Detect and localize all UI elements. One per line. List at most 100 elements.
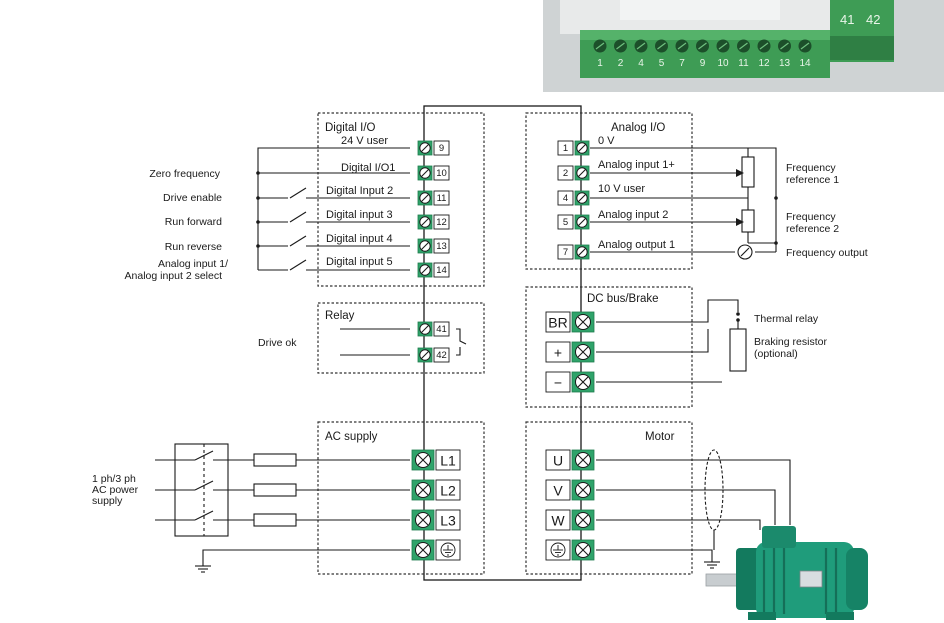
digital-io-box [317, 112, 485, 287]
potentiometer-1 [741, 156, 755, 188]
aio-terminal-4-number: 4 [563, 193, 568, 204]
freq-ref-2-label-b: reference 2 [786, 223, 839, 235]
motor-terminal-earth [545, 539, 595, 561]
dio-terminal-10-number: 10 [436, 168, 447, 179]
motor-terminal-v: V [545, 479, 595, 501]
aio-terminal-7: 7 [557, 244, 590, 260]
dio-terminal-10: 10 [417, 165, 450, 181]
dc-terminal-3: − [545, 371, 595, 393]
analog-io-box [525, 112, 693, 270]
thermal-relay-label: Thermal relay [754, 313, 819, 325]
digital-io-junctions [256, 171, 260, 248]
dc-bus-box [525, 286, 693, 408]
earth-icon [440, 542, 456, 558]
aio-terminal-7-number: 7 [563, 247, 568, 258]
aio-terminal-5: 5 [557, 214, 590, 230]
dc-terminal-3-label: − [554, 375, 562, 391]
photo-pin-7: 7 [679, 58, 685, 69]
photo-relay-42: 42 [866, 12, 880, 27]
photo-pin-9: 9 [700, 58, 706, 69]
photo-pin-1: 1 [597, 58, 603, 69]
thermal-relay-symbol [736, 312, 740, 322]
zero-frequency-label: Zero frequency [149, 168, 220, 180]
dio-terminal-12-number: 12 [436, 217, 447, 228]
digital-io-title: Digital I/O [325, 122, 376, 134]
relay-terminal-42-number: 42 [436, 350, 447, 361]
relay-terminal-41: 41 [417, 321, 450, 337]
aio-label-7: Analog output 1 [598, 239, 675, 251]
motor-earth-icon [704, 561, 720, 569]
ac-terminal-earth [411, 539, 461, 561]
aio-terminal-2: 2 [557, 165, 590, 181]
dc-terminal-1: BR [545, 311, 595, 333]
dio-terminal-11-number: 11 [437, 193, 447, 204]
aio-terminal-5-number: 5 [563, 217, 568, 228]
fuse-l3 [253, 513, 297, 527]
freq-ref-2-label-a: Frequency [786, 211, 836, 223]
photo-pin-5: 5 [659, 58, 665, 69]
ac-supply-box [317, 421, 485, 575]
photo-pin-14: 14 [799, 58, 811, 69]
ac-terminal-l1-label: L1 [440, 453, 456, 469]
supply-earth-icon [195, 565, 211, 573]
motor-terminal-w-label: W [551, 513, 565, 529]
aio-terminal-4: 4 [557, 190, 590, 206]
ac-supply-wiring [155, 443, 410, 566]
analog-io-title: Analog I/O [611, 122, 665, 134]
dio-terminal-11: 11 [417, 190, 450, 206]
dio-label-14: Digital input 5 [326, 256, 393, 268]
motor-terminal-u: U [545, 449, 595, 471]
ac-label-2: AC power [92, 484, 139, 496]
analog-io-side-labels: Frequency reference 1 Frequency referenc… [786, 162, 868, 259]
dio-terminal-12: 12 [417, 214, 450, 230]
dio-terminal-13: 13 [417, 238, 450, 254]
dio-label-10: Digital I/O1 [341, 162, 395, 174]
dio-terminal-14: 14 [417, 262, 450, 278]
ac-supply-title: AC supply [325, 431, 378, 443]
dc-bus-wiring [596, 299, 747, 383]
braking-resistor-label: Braking resistor [754, 336, 827, 348]
photo-pin-2: 2 [618, 58, 624, 69]
ac-label-1: 1 ph/3 ph [92, 473, 136, 485]
ac-supply-side-labels: 1 ph/3 ph AC power supply [92, 473, 139, 507]
motor-terminal-v-label: V [553, 483, 563, 499]
dc-terminal-1-label: BR [548, 315, 567, 331]
ac-terminal-l2-label: L2 [440, 483, 456, 499]
photo-pin-11: 11 [738, 58, 749, 69]
dio-label-13: Digital input 4 [326, 233, 393, 245]
freq-ref-1-label-b: reference 1 [786, 174, 839, 186]
relay-box [317, 302, 485, 374]
motor-title: Motor [645, 431, 675, 443]
potentiometer-2 [741, 209, 755, 233]
fuses [253, 453, 297, 527]
ac-terminal-l2: L2 [411, 479, 461, 501]
motor-terminal-u-label: U [553, 453, 563, 469]
drive-enable-label: Drive enable [163, 192, 222, 204]
photo-pin-13: 13 [779, 58, 791, 69]
fuse-l1 [253, 453, 297, 467]
dc-terminal-2: + [545, 341, 595, 363]
dio-terminal-9-number: 9 [439, 143, 444, 154]
run-reverse-label: Run reverse [165, 241, 222, 253]
relay-wiring [340, 328, 467, 356]
aio-label-1: 0 V [598, 135, 615, 147]
optional-label: (optional) [754, 348, 798, 360]
relay-terminal-42: 42 [417, 347, 450, 363]
freq-ref-1-label-a: Frequency [786, 162, 836, 174]
relay-terminal-41-number: 41 [436, 324, 447, 335]
aio-terminal-1: 1 [557, 140, 590, 156]
digital-io-labels: 24 V user Digital I/O1 Digital Input 2 D… [326, 135, 395, 268]
analog-io-labels: 0 V Analog input 1+ 10 V user Analog inp… [598, 135, 675, 251]
motor-terminal-w: W [545, 509, 595, 531]
dc-terminal-2-label: + [554, 345, 562, 361]
aio-label-2: Analog input 1+ [598, 159, 675, 171]
dc-bus-title: DC bus/Brake [587, 293, 659, 305]
analog-select-label-1: Analog input 1/ [158, 258, 228, 270]
digital-io-side-labels: Zero frequency Drive enable Run forward … [125, 168, 229, 282]
fuse-l2 [253, 483, 297, 497]
dio-label-12: Digital input 3 [326, 209, 393, 221]
relay-title: Relay [325, 310, 355, 322]
ac-terminal-l3: L3 [411, 509, 461, 531]
analog-select-label-2: Analog input 2 select [125, 270, 223, 282]
